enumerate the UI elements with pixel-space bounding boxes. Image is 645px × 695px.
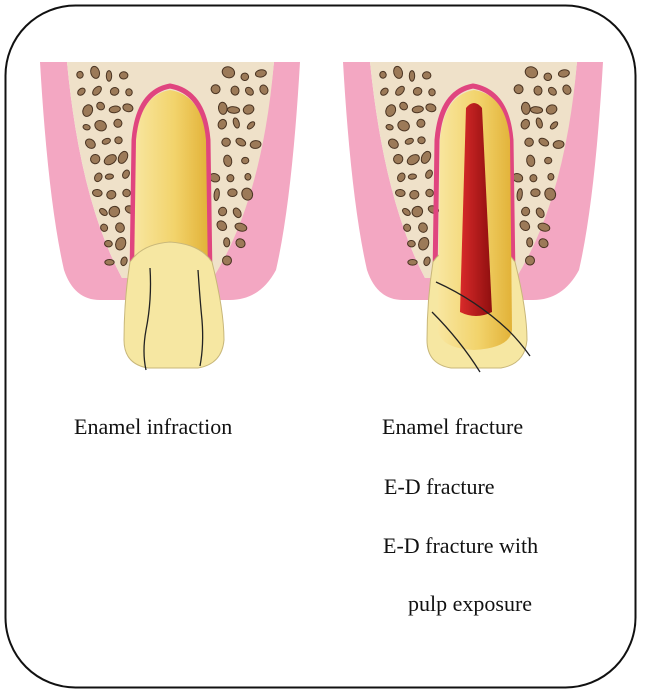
right-tooth-diagram: [343, 62, 603, 372]
trabecula: [115, 137, 123, 144]
trabecula: [425, 189, 433, 197]
teeth-illustration: [0, 0, 645, 400]
trabecula: [526, 238, 532, 248]
trabecula: [119, 72, 128, 79]
trabecula: [428, 88, 435, 96]
trabecula: [422, 72, 431, 79]
trabecula: [530, 106, 543, 113]
trabecula: [407, 240, 416, 248]
caption-ed-fracture: E-D fracture: [384, 474, 495, 500]
trabecula: [408, 174, 417, 180]
trabecula: [544, 157, 552, 164]
trabecula: [409, 71, 414, 82]
trabecula: [548, 173, 554, 180]
trabecula: [525, 255, 535, 265]
trabecula: [223, 238, 229, 248]
trabecula: [241, 157, 249, 164]
crown-left: [124, 242, 224, 368]
caption-enamel-infraction: Enamel infraction: [74, 414, 232, 440]
trabecula: [408, 260, 417, 266]
trabecula: [222, 255, 232, 265]
trabecula: [227, 106, 240, 113]
trabecula: [395, 189, 405, 197]
left-tooth-diagram: [40, 62, 300, 370]
trabecula: [76, 71, 83, 79]
trabecula: [92, 189, 102, 197]
trabecula: [228, 189, 238, 197]
caption-ed-fracture-with: E-D fracture with: [383, 533, 538, 559]
trabecula: [106, 71, 111, 82]
caption-pulp-exposure: pulp exposure: [408, 591, 532, 617]
trabecula: [125, 88, 132, 96]
trabecula: [105, 260, 114, 266]
trabecula: [418, 137, 426, 144]
caption-enamel-fracture: Enamel fracture: [382, 414, 523, 440]
trabecula: [122, 189, 130, 197]
trabecula: [245, 173, 251, 180]
trabecula: [531, 189, 541, 197]
trabecula: [379, 71, 386, 79]
trabecula: [105, 174, 114, 180]
trabecula: [104, 240, 113, 248]
